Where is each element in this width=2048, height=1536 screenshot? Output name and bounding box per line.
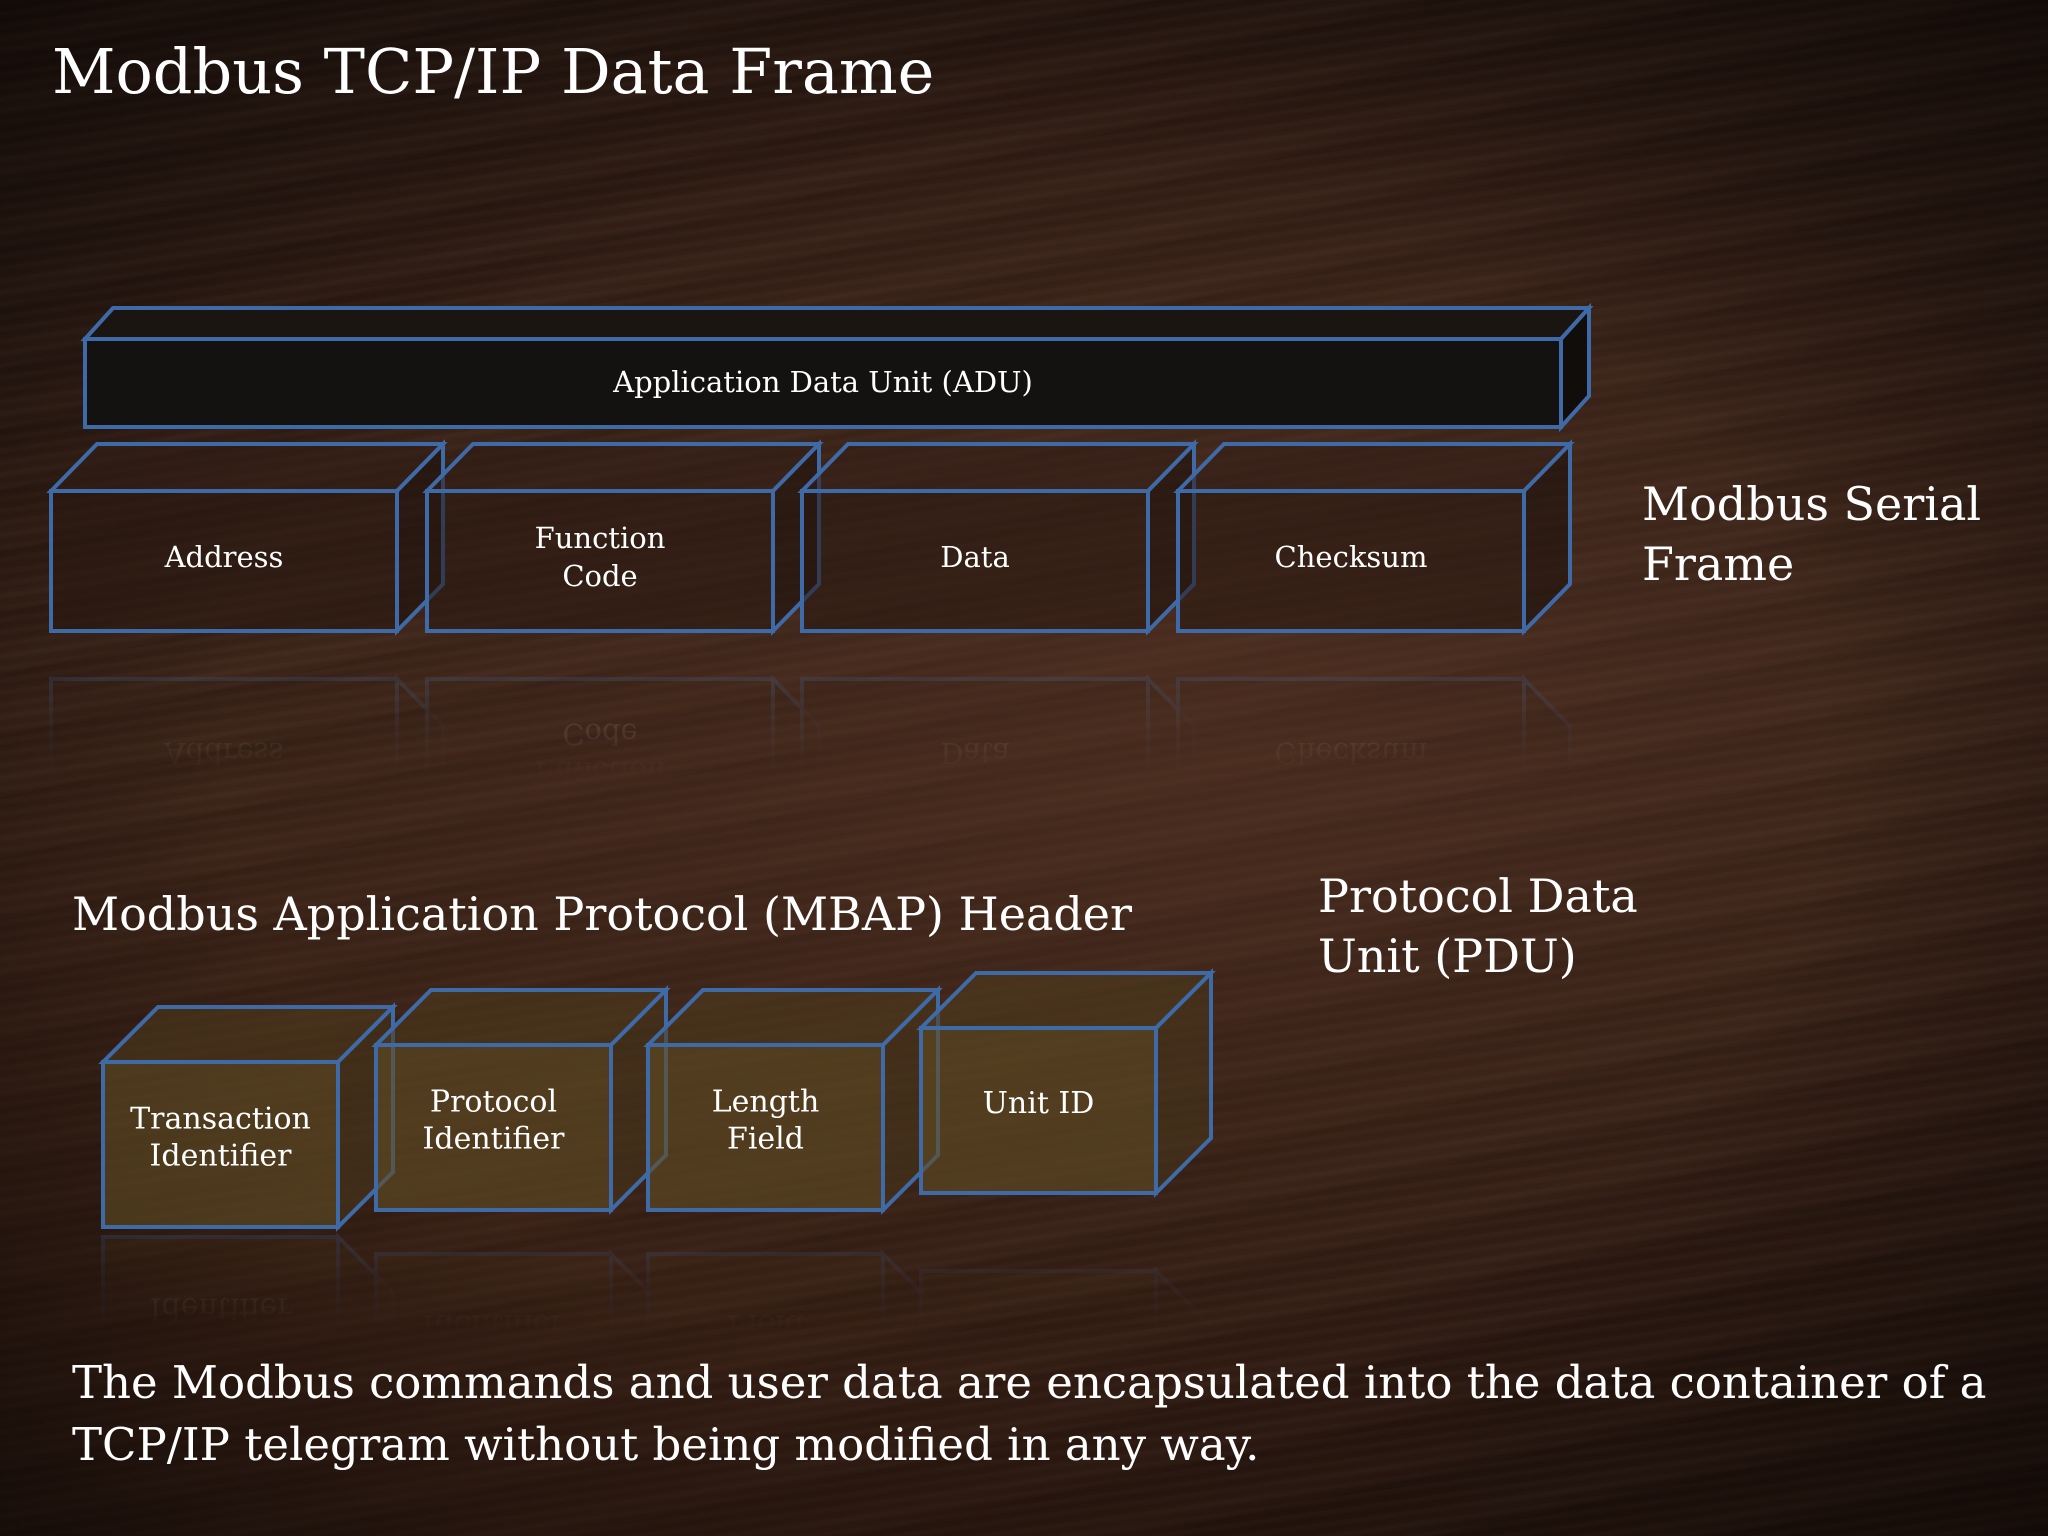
caption-text: The Modbus commands and user data are en… [72, 1356, 1987, 1471]
serial-box-1-front [49, 489, 399, 633]
mbap-box-reflection-4: Unit ID [916, 1266, 1216, 1496]
mbap-box-reflection-1-label-line: Transaction [130, 1328, 311, 1363]
serial-box-reflection-4-top [1173, 817, 1575, 868]
mbap-box-1-label-line: Identifier [150, 1139, 293, 1174]
serial-box-2-front [425, 489, 775, 633]
serial-box-reflection-1: Address [46, 674, 448, 871]
serial-box-reflection-3-front [800, 677, 1150, 821]
mbap-box-reflection-2-front [374, 1252, 613, 1421]
serial-box-4-front [1176, 489, 1526, 633]
mbap-box-reflection-1-front [101, 1235, 340, 1404]
mbap-box-reflection-2-label-line: Protocol [430, 1345, 557, 1380]
adu-bar-top [80, 306, 1594, 341]
serial-box-reflection-4-label-line: Checksum [1275, 736, 1428, 770]
mbap-box-reflection-3-label-line: Length [712, 1345, 820, 1380]
serial-box-1: Address [46, 439, 448, 636]
serial-box-1-label-line: Address [164, 540, 284, 574]
mbap-header-label: Modbus Application Protocol (MBAP) Heade… [72, 887, 1133, 941]
serial-box-reflection-4-front [1176, 677, 1526, 821]
mbap-box-3-front [646, 1043, 885, 1212]
serial-box-2-label-line: Function [535, 521, 666, 555]
serial-box-reflection-2-label-line: Function [535, 755, 666, 789]
serial-frame-label: Modbus Serial Frame [1642, 477, 1982, 591]
mbap-box-1-front [101, 1060, 340, 1229]
mbap-box-reflection-4-front [919, 1269, 1158, 1438]
mbap-box-reflection-3-label-line: Field [727, 1308, 804, 1343]
adu-bar-front [83, 337, 1563, 429]
mbap-header-boxes: TransactionIdentifierProtocolIdentifierL… [98, 968, 1216, 1232]
mbap-box-reflection-4-label-line: Unit ID [983, 1343, 1095, 1378]
serial-box-reflection-3: Data [797, 674, 1199, 871]
serial-box-4-label-line: Checksum [1275, 540, 1428, 574]
mbap-box-reflection-3-front [646, 1252, 885, 1421]
serial-box-3-top [797, 442, 1199, 493]
pdu-label: Protocol Data Unit (PDU) [1318, 869, 1638, 983]
mbap-box-reflection-2-label-line: Identifier [423, 1308, 566, 1343]
mbap-box-3-label-line: Length [712, 1085, 820, 1120]
adu-bar: Application Data Unit (ADU) [80, 302, 1594, 433]
mbap-box-2-label-line: Protocol [430, 1085, 557, 1120]
serial-box-reflection-2: Function Code [422, 674, 824, 871]
mbap-box-4: Unit ID [916, 968, 1216, 1198]
serial-box-1-top [46, 442, 448, 493]
mbap-box-2-label-line: Identifier [423, 1122, 566, 1157]
serial-box-4: Checksum [1173, 439, 1575, 636]
mbap-header-reflection: TransactionIdentifierProtocolIdentifierL… [98, 1232, 1216, 1496]
serial-box-reflection-1-label-line: Address [164, 736, 284, 770]
serial-box-2-label-line: Code [562, 559, 637, 593]
serial-box-reflection-2-label-line: Code [562, 717, 637, 751]
adu-label: Application Data Unit (ADU) [612, 365, 1033, 399]
serial-box-3-front [800, 489, 1150, 633]
serial-box-4-top [1173, 442, 1575, 493]
serial-box-reflection-1-top [46, 817, 448, 868]
mbap-box-1-label-line: Transaction [130, 1102, 311, 1137]
serial-box-2-top [422, 442, 824, 493]
mbap-box-4-front [919, 1026, 1158, 1195]
mbap-box-3-label-line: Field [727, 1122, 804, 1157]
mbap-box-4-label-line: Unit ID [983, 1086, 1095, 1121]
serial-box-3: Data [797, 439, 1199, 636]
serial-box-reflection-3-label-line: Data [940, 736, 1009, 770]
serial-box-3-label-line: Data [940, 540, 1009, 574]
serial-box-reflection-1-front [49, 677, 399, 821]
slide-title: Modbus TCP/IP Data Frame [52, 35, 935, 108]
serial-box-reflection-3-top [797, 817, 1199, 868]
serial-box-reflection-2-top [422, 817, 824, 868]
mbap-box-reflection-1-label-line: Identifier [150, 1291, 293, 1326]
serial-box-reflection-4: Checksum [1173, 674, 1575, 871]
serial-box-reflection-2-front [425, 677, 775, 821]
mbap-box-2-front [374, 1043, 613, 1212]
